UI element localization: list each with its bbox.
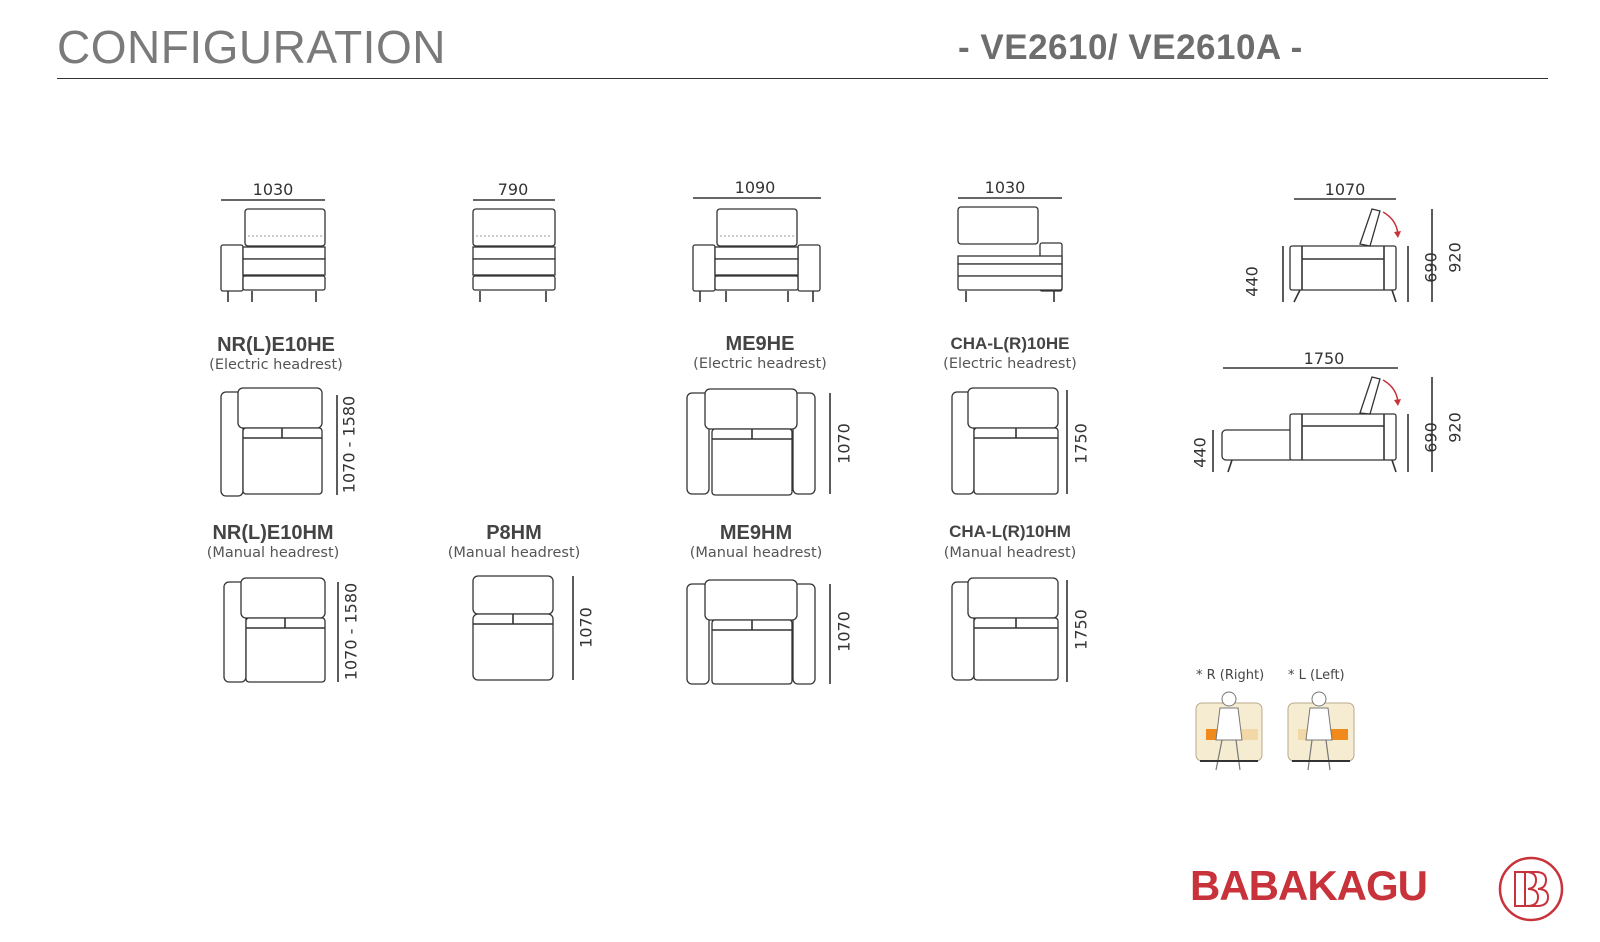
seat-height-label: 440 <box>1242 266 1262 297</box>
orientation-left-label: * L (Left) <box>1288 668 1345 683</box>
item-subtitle: (Electric headrest) <box>209 357 343 373</box>
page-title: CONFIGURATION <box>57 21 446 73</box>
back-height-label: 690 <box>1421 422 1441 453</box>
item-code: NR(L)E10HE <box>217 334 335 356</box>
depth-label: 1070 - 1580 <box>339 395 359 494</box>
item-code: CHA-L(R)10HM <box>949 522 1071 541</box>
header-divider <box>57 78 1548 79</box>
depth-label: 1070 <box>834 423 854 464</box>
seat-height-label: 440 <box>1190 437 1210 468</box>
total-height-label: 920 <box>1445 412 1465 443</box>
orientation-left-illustration <box>1287 691 1355 771</box>
side-view-standard <box>1282 198 1433 303</box>
back-height-label: 690 <box>1421 252 1441 283</box>
front-width-label: 1030 <box>252 180 294 199</box>
front-view-p8 <box>472 199 556 302</box>
item-code: ME9HE <box>725 333 795 355</box>
model-number: - VE2610/ VE2610A - <box>958 28 1303 67</box>
front-view-cha <box>957 197 1063 302</box>
item-subtitle: (Manual headrest) <box>689 545 823 561</box>
depth-label: 1750 <box>1071 423 1091 464</box>
brand-name: BABAKAGU <box>1190 862 1428 909</box>
total-height-label: 920 <box>1445 242 1465 273</box>
depth-label: 1070 - 1580 <box>341 582 361 681</box>
front-width-label: 790 <box>497 180 529 199</box>
side-view-chaise <box>1212 367 1433 473</box>
item-code: CHA-L(R)10HE <box>950 334 1070 353</box>
side-width-label: 1750 <box>1303 349 1345 368</box>
top-view-cha10hm <box>951 577 1068 682</box>
depth-label: 1750 <box>1071 609 1091 650</box>
orientation-right-label: * R (Right) <box>1196 668 1265 683</box>
item-code: P8HM <box>486 522 542 544</box>
front-view-nre10 <box>220 199 326 302</box>
front-view-me9 <box>692 197 821 302</box>
item-subtitle: (Manual headrest) <box>447 545 581 561</box>
top-view-me9he <box>686 388 831 496</box>
item-subtitle: (Manual headrest) <box>943 545 1077 561</box>
top-view-nre10he <box>220 387 338 497</box>
item-subtitle: (Electric headrest) <box>943 356 1077 372</box>
item-subtitle: (Manual headrest) <box>206 545 340 561</box>
front-width-label: 1090 <box>734 178 776 197</box>
item-code: NR(L)E10HM <box>212 522 334 544</box>
top-view-nre10hm <box>223 577 339 683</box>
front-width-label: 1030 <box>984 178 1026 197</box>
item-subtitle: (Electric headrest) <box>693 356 827 372</box>
item-code: ME9HM <box>719 522 793 544</box>
side-width-label: 1070 <box>1324 180 1366 199</box>
brand-logo-icon <box>1498 856 1564 922</box>
top-view-cha10he <box>951 387 1068 495</box>
top-view-me9hm <box>686 579 831 685</box>
top-view-p8hm <box>472 575 574 681</box>
depth-label: 1070 <box>576 607 596 648</box>
orientation-right-illustration <box>1195 691 1263 771</box>
depth-label: 1070 <box>834 611 854 652</box>
